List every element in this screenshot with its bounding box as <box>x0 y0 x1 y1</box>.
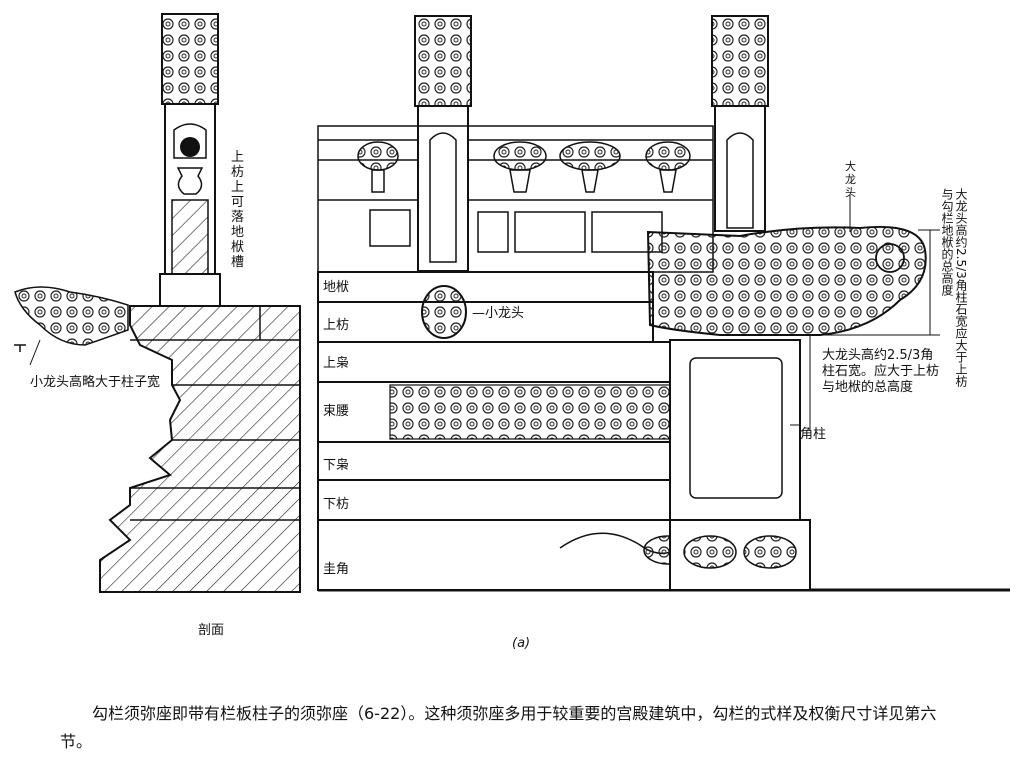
label-corner-post: 角柱 <box>800 427 827 442</box>
section-base-body <box>99 305 301 593</box>
section-small-dragon-head <box>14 286 129 346</box>
big-dragon-note: 大龙头高约2.5/3角柱石宽。应大于上枋与地栿的总高度 <box>822 348 940 395</box>
label-shangfang: 上枋 <box>323 318 350 333</box>
label-shuyao: 束腰 <box>323 404 350 419</box>
section-small-dragon-note: 小龙头高略大于柱子宽 <box>30 375 161 390</box>
label-big-dragon: 大龙头 <box>845 160 856 199</box>
elevation-drawing <box>317 15 1010 592</box>
label-small-dragon: —小龙头 <box>472 306 525 321</box>
waist-carving <box>389 384 671 440</box>
elevation-post-1 <box>414 15 472 272</box>
corner-post-block <box>669 339 801 521</box>
elevation-post-2 <box>711 15 769 232</box>
label-xiafang: 下枋 <box>323 497 350 512</box>
label-guijiao: 圭角 <box>323 562 350 577</box>
section-drawing <box>14 13 301 593</box>
label-shangxiao: 上枭 <box>323 356 350 371</box>
label-xiaxiao: 下枭 <box>323 458 350 473</box>
sub-caption: (a) <box>512 636 531 651</box>
elevation-small-dragon-head <box>421 285 467 339</box>
vertical-dimension-note: 大龙头高约2.5/3角柱石宽应大于上枋与勾栏地栿的总高度 <box>940 188 968 387</box>
section-post-carving <box>161 13 219 105</box>
big-dragon-head <box>646 225 927 336</box>
body-paragraph: 勾栏须弥座即带有栏板柱子的须弥座（6-22）。这种须弥座多用于较重要的宫殿建筑中… <box>60 704 937 751</box>
label-difu: 地栿 <box>323 280 350 295</box>
section-top-rail-note: 上枋上可落地栿槽 <box>230 150 244 270</box>
section-caption: 剖面 <box>198 623 225 638</box>
